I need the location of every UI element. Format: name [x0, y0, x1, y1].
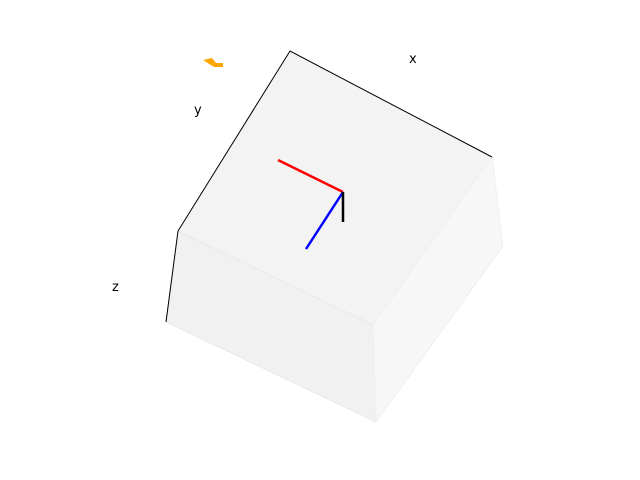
orange-marker-icon — [203, 58, 223, 67]
right-pane — [372, 155, 504, 424]
y-axis-label: y — [194, 103, 202, 118]
x-axis-label: x — [409, 52, 417, 67]
z-axis-arrow — [304, 191, 345, 250]
z-axis-label: z — [112, 280, 119, 295]
box-edge — [165, 50, 493, 323]
x-axis-arrow — [277, 158, 344, 194]
